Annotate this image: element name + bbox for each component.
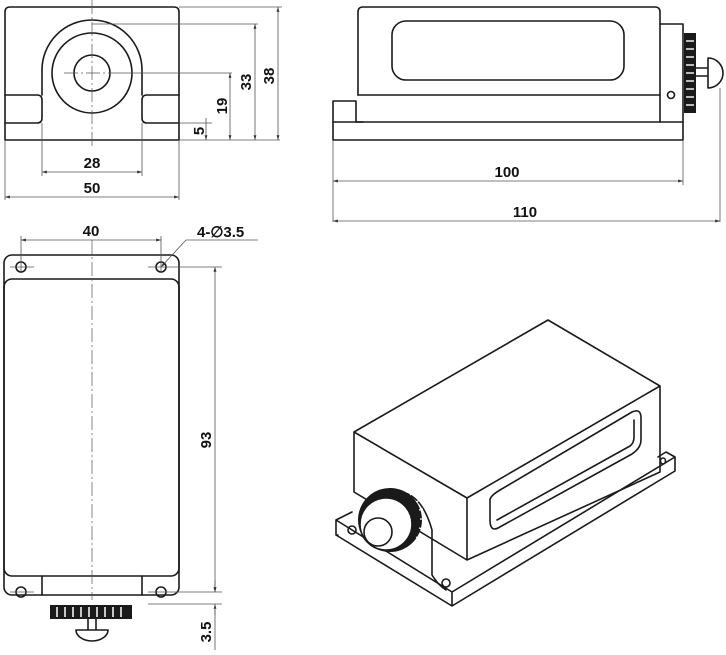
iso-box	[353, 319, 661, 561]
dim-hole-spacing: 40	[83, 223, 100, 240]
top-knob-button	[75, 618, 109, 642]
mounting-holes	[15, 261, 167, 598]
iso-base-plate	[335, 451, 676, 607]
dim-base-height: 5	[191, 127, 208, 135]
dim-overall-height: 38	[261, 68, 278, 85]
dim-overall-length: 110	[513, 204, 537, 221]
dim-hole-pitch-length: 93	[198, 432, 215, 449]
front-view: 28 50 5 19 33 38	[4, 0, 282, 200]
dim-pedestal-height: 33	[238, 74, 255, 91]
isometric-view	[335, 319, 676, 607]
iso-window	[489, 410, 642, 530]
dim-pedestal-width: 28	[84, 155, 101, 172]
iso-knob-button	[363, 517, 393, 547]
base-flange-right	[141, 94, 180, 124]
dim-body-length: 100	[494, 164, 519, 181]
top-knurled-wheel	[50, 605, 132, 619]
top-body	[3, 278, 180, 577]
side-body	[357, 6, 661, 123]
dim-hole-callout: 4-∅3.5	[197, 224, 244, 241]
top-view: 40 4-∅3.5 93 3.5	[3, 223, 258, 650]
pedestal-arch	[41, 19, 143, 96]
dim-overall-width: 50	[84, 180, 101, 197]
dim-knob-offset: 3.5	[198, 622, 215, 643]
side-window	[391, 20, 625, 81]
side-knob-button	[695, 57, 724, 89]
base-flange-left	[4, 94, 43, 124]
front-view-outline	[4, 6, 180, 141]
top-outline	[3, 254, 180, 596]
side-view: 100 110	[332, 6, 724, 223]
dim-axis-height: 19	[214, 98, 231, 115]
